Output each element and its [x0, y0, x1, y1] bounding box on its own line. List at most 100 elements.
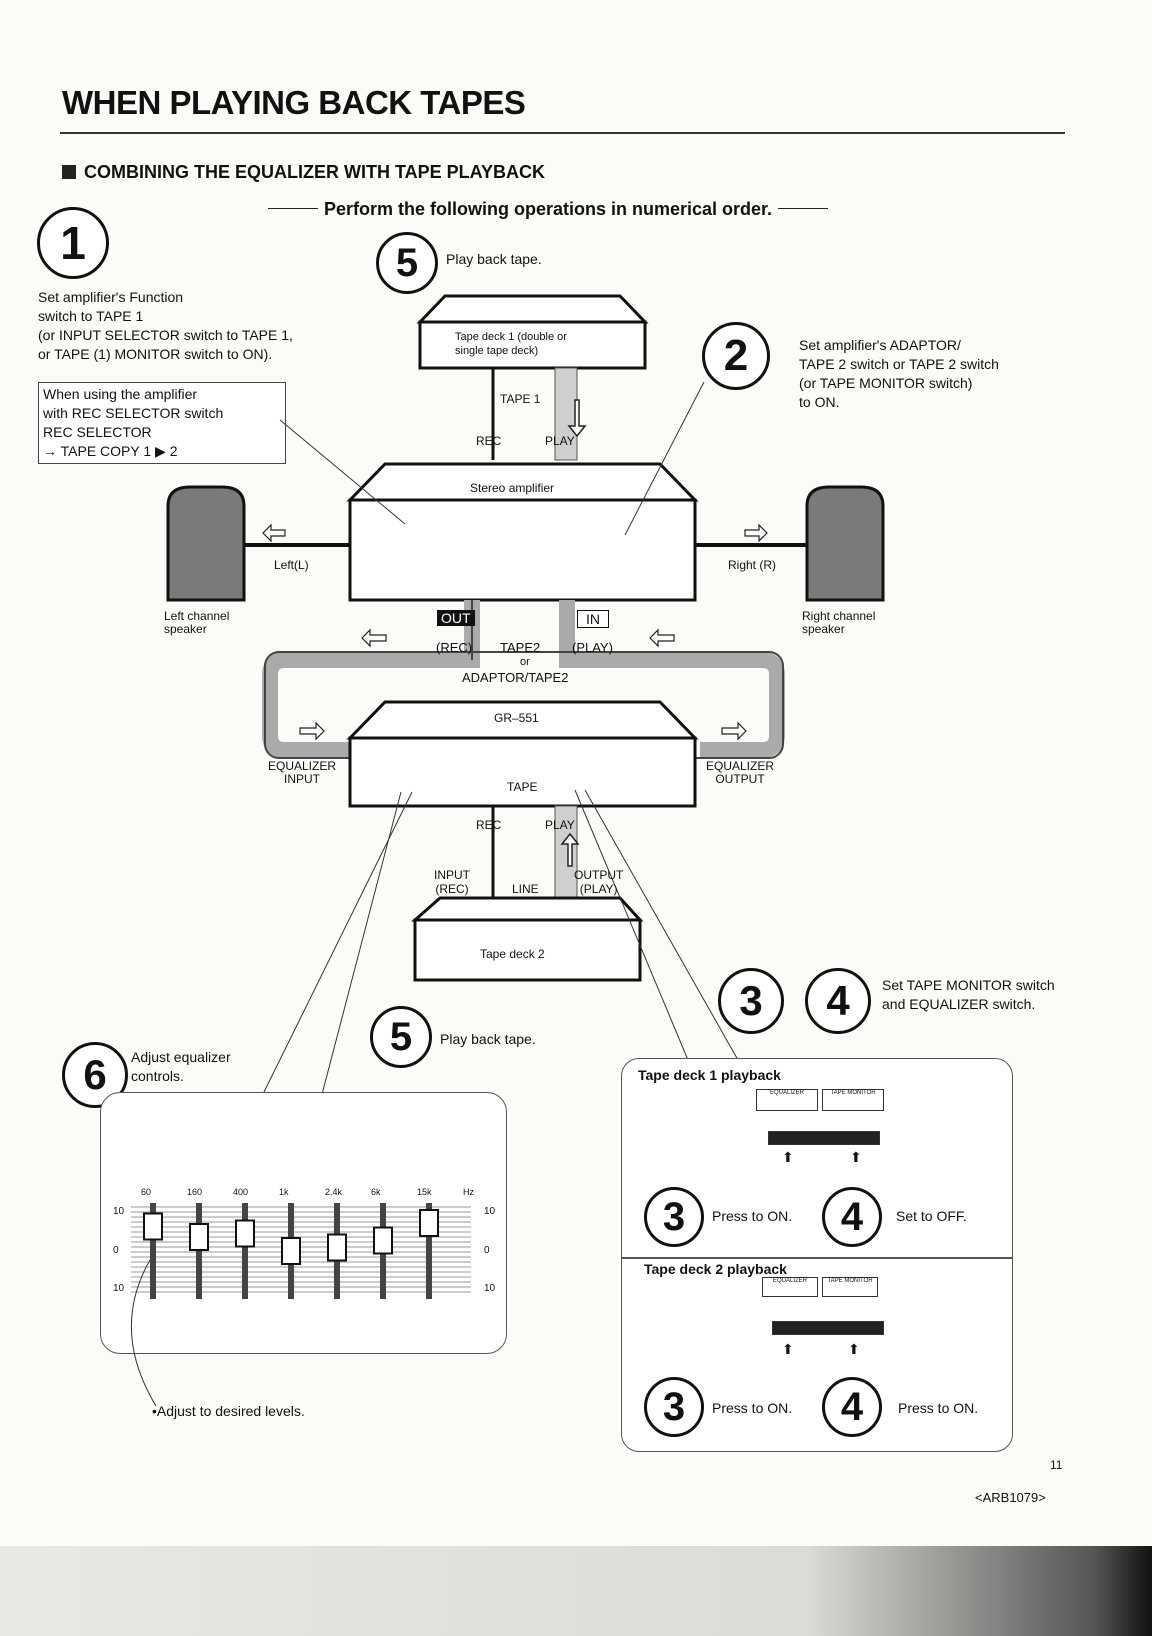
tape-deck-1 [416, 294, 649, 370]
line-label: LINE [512, 882, 539, 896]
deck-1-step-4-text: Set to OFF. [896, 1208, 967, 1224]
arrow-icon [721, 721, 747, 741]
slider-knob[interactable] [373, 1226, 393, 1255]
step-6-text: Adjust equalizer controls. [131, 1048, 231, 1086]
in-jack-label: IN [577, 610, 609, 628]
input-rec-line: (REC) [435, 882, 469, 896]
band-label: 15k [417, 1187, 432, 1197]
step-5-bottom-text: Play back tape. [440, 1031, 536, 1047]
scale-top-right: 10 [484, 1206, 496, 1217]
deck-1-step-3-badge: 3 [644, 1187, 704, 1247]
eq-output-line: OUTPUT [715, 772, 765, 786]
step-6-badge: 6 [62, 1042, 128, 1108]
tape-deck-2-label: Tape deck 2 [480, 947, 545, 961]
panel-divider [622, 1257, 1012, 1259]
left-speaker [166, 485, 246, 602]
step-6-line: controls. [131, 1068, 184, 1084]
input-rec-line: INPUT [434, 868, 470, 882]
step-4-badge: 4 [805, 968, 871, 1034]
rec-paren-label: (REC) [436, 640, 473, 655]
step-2-line: Set amplifier's ADAPTOR/ [799, 337, 961, 353]
deck-2-step-3-text: Press to ON. [712, 1400, 793, 1416]
step-3-badge: 3 [718, 968, 784, 1034]
band-label: 160 [187, 1187, 203, 1197]
button-row-2[interactable] [772, 1321, 884, 1335]
tape-deck-2 [411, 896, 644, 982]
note-line: REC SELECTOR [43, 424, 152, 440]
arrow-up-icon: ⬆ [782, 1341, 794, 1357]
right-channel-label: Right (R) [728, 558, 777, 572]
section-heading: COMBINING THE EQUALIZER WITH TAPE PLAYBA… [62, 162, 545, 183]
eq-input-line: EQUALIZER [268, 759, 337, 773]
step-34-text: Set TAPE MONITOR switch and EQUALIZER sw… [882, 976, 1055, 1014]
note-line: When using the amplifier [43, 386, 198, 402]
equalizer-button-top[interactable]: EQUALIZER [756, 1089, 818, 1111]
left-speaker-line: speaker [164, 622, 207, 636]
arrow-up-icon: ⬆ [782, 1149, 794, 1165]
equalizer-button-bottom[interactable]: EQUALIZER [762, 1277, 818, 1297]
step-1-line: Set amplifier's Function [38, 289, 184, 305]
equalizer-input-label: EQUALIZER INPUT [268, 760, 336, 786]
or-label: or [520, 656, 530, 668]
deck-1-step-3-text: Press to ON. [712, 1208, 793, 1224]
step-2-line: (or TAPE MONITOR switch) [799, 375, 973, 391]
slider-knob[interactable] [281, 1237, 301, 1265]
rec-label-lower: REC [476, 818, 502, 832]
scan-edge [0, 1546, 1152, 1636]
play-label-lower: PLAY [545, 818, 575, 832]
scale-bottom: 10 [113, 1283, 125, 1294]
deck-1-line: single tape deck) [455, 345, 539, 357]
adjust-note: •Adjust to desired levels. [152, 1403, 305, 1419]
tape-monitor-button-top[interactable]: TAPE MONITOR [822, 1089, 884, 1111]
arrow-icon [361, 628, 387, 648]
gr-551-equalizer [346, 700, 699, 808]
step-34-line: and EQUALIZER switch. [882, 996, 1036, 1012]
note-line: → TAPE COPY 1 ▶ 2 [43, 443, 178, 459]
band-label: 2.4k [325, 1187, 343, 1197]
step-2-text: Set amplifier's ADAPTOR/ TAPE 2 switch o… [799, 336, 999, 412]
eq-input-line: INPUT [284, 772, 320, 786]
button-row-1[interactable] [768, 1131, 880, 1145]
scale-mid-right: 0 [484, 1245, 490, 1256]
slider-track [150, 1203, 156, 1299]
scale-mid: 0 [113, 1245, 119, 1256]
slider-knob[interactable] [419, 1209, 439, 1237]
step-1-line: (or INPUT SELECTOR switch to TAPE 1, [38, 327, 293, 343]
equalizer-output-label: EQUALIZER OUTPUT [706, 760, 774, 786]
step-1-badge: 1 [37, 207, 109, 279]
play-arrow-icon [560, 832, 580, 867]
deck-2-playback-title: Tape deck 2 playback [644, 1261, 787, 1277]
amplifier-label: Stereo amplifier [470, 481, 555, 495]
arrow-left-icon [262, 523, 286, 543]
step-5-badge-bottom: 5 [370, 1006, 432, 1068]
instruction-line: Perform the following operations in nume… [228, 199, 868, 220]
eq-output-line: EQUALIZER [706, 759, 775, 773]
step-34-line: Set TAPE MONITOR switch [882, 977, 1055, 993]
step-2-badge: 2 [702, 322, 770, 390]
output-play-line: OUTPUT [574, 868, 624, 882]
slider-knob[interactable] [143, 1212, 163, 1241]
arrow-icon [299, 721, 325, 741]
step-2-line: TAPE 2 switch or TAPE 2 switch [799, 356, 999, 372]
step-2-line: to ON. [799, 394, 840, 410]
step-1-line: or TAPE (1) MONITOR switch to ON). [38, 346, 273, 362]
slider-knob[interactable] [235, 1219, 255, 1248]
band-label: 6k [371, 1187, 381, 1197]
band-label: 1k [279, 1187, 289, 1197]
step-1-line: switch to TAPE 1 [38, 308, 144, 324]
band-label: 400 [233, 1187, 249, 1197]
deck-2-step-4-badge: 4 [822, 1377, 882, 1437]
step-5-badge-top: 5 [376, 232, 438, 294]
deck-2-step-4-text: Press to ON. [898, 1400, 979, 1416]
arrow-icon [649, 628, 675, 648]
section-heading-text: COMBINING THE EQUALIZER WITH TAPE PLAYBA… [84, 162, 546, 182]
arrow-right-icon [744, 523, 768, 543]
slider-knob[interactable] [189, 1223, 209, 1251]
rec-label: REC [476, 434, 502, 448]
slider-knob[interactable] [327, 1233, 347, 1262]
equalizer-sliders [131, 1203, 471, 1299]
band-label: 60 [141, 1187, 152, 1197]
scale-bottom-right: 10 [484, 1283, 496, 1294]
tape-monitor-button-bottom[interactable]: TAPE MONITOR [822, 1277, 878, 1297]
